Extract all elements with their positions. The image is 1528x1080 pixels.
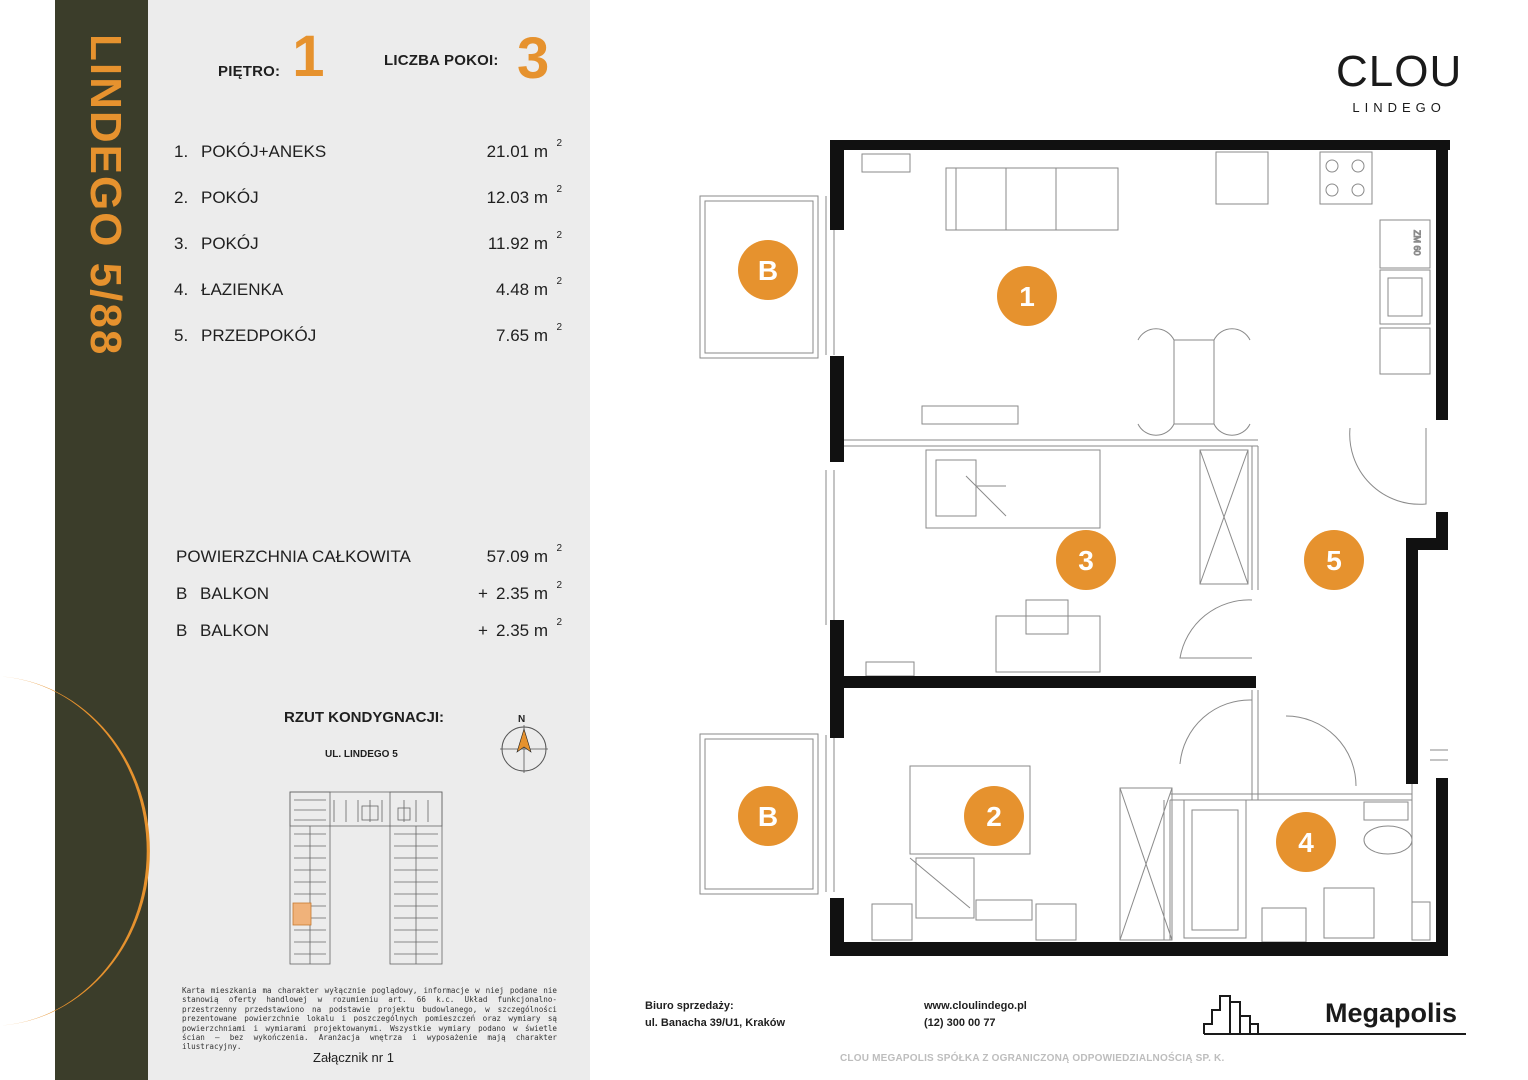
compass-icon: N (500, 714, 548, 773)
plan-label-b1: B (758, 255, 778, 286)
megapolis-skyline-icon (1203, 995, 1466, 1035)
list-item: 2. POKÓJ 12.03 m 2 (174, 184, 562, 207)
keyplan-street: UL. LINDEGO 5 (325, 749, 398, 760)
developer-name: Megapolis (1325, 998, 1458, 1028)
attachment-label: Załącznik nr 1 (313, 1050, 394, 1065)
plan-label-4: 4 (1298, 827, 1314, 858)
rooms-value: 3 (517, 26, 550, 91)
logo-sub: LINDEGO (1352, 100, 1446, 115)
company-name: CLOU MEGAPOLIS SPÓŁKA Z OGRANICZONĄ ODPO… (840, 1053, 1225, 1064)
rooms-label: LICZBA POKOI: (384, 52, 499, 69)
list-item: 1. POKÓJ+ANEKS 21.01 m 2 (174, 138, 562, 161)
room-list: 1. POKÓJ+ANEKS 21.01 m 2 2. POKÓJ 12.03 … (174, 138, 562, 372)
contact: www.cloulindego.pl (12) 300 00 77 (924, 998, 1027, 1032)
north-label: N (518, 714, 525, 725)
balcony-row: B BALKON + 2.35 m 2 (176, 617, 562, 640)
website-link[interactable]: www.cloulindego.pl (924, 1000, 1027, 1012)
clou-logo: CLOU LINDEGO (1336, 47, 1463, 116)
plan-label-2: 2 (986, 801, 1002, 832)
list-item: 5. PRZEDPOKÓJ 7.65 m 2 (174, 322, 562, 345)
total-area-row: POWIERZCHNIA CAŁKOWITA 57.09 m 2 (176, 543, 562, 566)
plan-label-b2: B (758, 801, 778, 832)
apartment-title: LINDEGO 5/88 (81, 34, 130, 357)
list-item: 3. POKÓJ 11.92 m 2 (174, 230, 562, 253)
keyplan-title: RZUT KONDYGNACJI: (284, 709, 444, 726)
balcony-row: B BALKON + 2.35 m 2 (176, 580, 562, 603)
list-item: 4. ŁAZIENKA 4.48 m 2 (174, 276, 562, 299)
floor-plan: ZM 60 (699, 140, 1450, 956)
floor-label: PIĘTRO: (218, 63, 281, 80)
phone-number: (12) 300 00 77 (924, 1017, 996, 1029)
plan-label-3: 3 (1078, 545, 1094, 576)
info-panel (148, 0, 590, 1080)
keyplan-image (289, 791, 443, 965)
area-totals: POWIERZCHNIA CAŁKOWITA 57.09 m 2 B BALKO… (176, 543, 562, 658)
disclaimer-text: Karta mieszkania ma charakter wyłącznie … (182, 986, 557, 1052)
plan-label-5: 5 (1326, 545, 1342, 576)
plan-label-1: 1 (1019, 281, 1035, 312)
floor-value: 1 (292, 24, 325, 89)
cooktop-label: ZM 60 (1412, 230, 1422, 256)
sales-office: Biuro sprzedaży: ul. Banacha 39/U1, Krak… (645, 1000, 785, 1029)
logo-brand: CLOU (1336, 47, 1463, 96)
